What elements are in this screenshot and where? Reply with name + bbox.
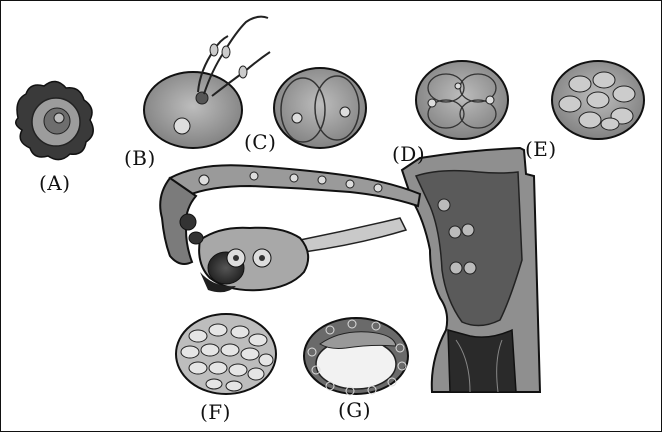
four-cell-d — [416, 61, 508, 139]
two-cell-c — [274, 68, 366, 148]
fertilization-b — [144, 17, 270, 148]
morula-f — [176, 314, 276, 394]
label-g: (G) — [338, 398, 371, 422]
label-c: (C) — [244, 130, 276, 154]
label-b: (B) — [124, 146, 156, 170]
label-a: (A) — [39, 171, 71, 195]
uterus — [402, 148, 540, 392]
ovum-a — [16, 81, 93, 159]
label-d: (D) — [392, 142, 425, 166]
eight-cell-e — [552, 61, 644, 139]
label-f: (F) — [200, 400, 231, 424]
blastocyst-g — [304, 318, 408, 395]
label-e: (E) — [525, 137, 557, 161]
ovary — [160, 178, 308, 292]
